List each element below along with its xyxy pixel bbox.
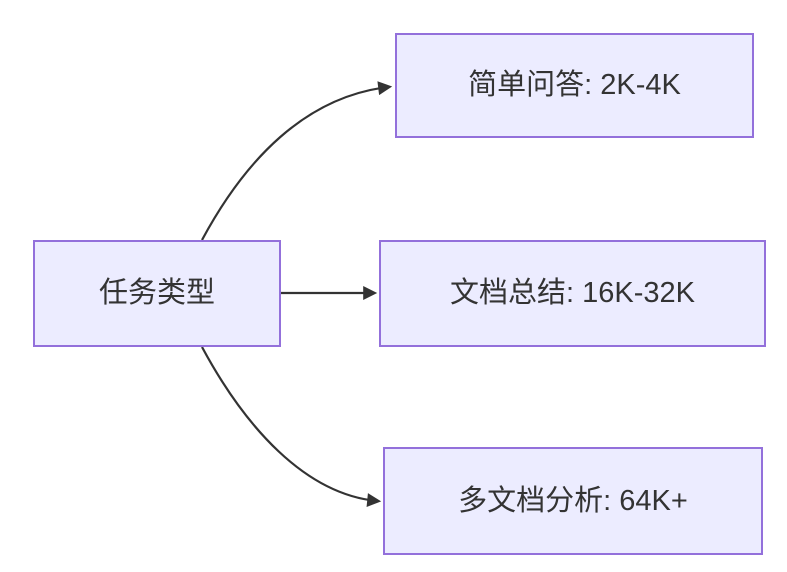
node-task-type: 任务类型: [33, 240, 281, 347]
edge-task-type-to-multi-doc: [201, 346, 382, 508]
node-simple-qa: 简单问答: 2K-4K: [395, 33, 754, 138]
node-doc-summary: 文档总结: 16K-32K: [379, 240, 766, 347]
node-simple-qa-label: 简单问答: 2K-4K: [468, 69, 681, 102]
node-task-type-label: 任务类型: [98, 277, 215, 310]
node-multi-doc-label: 多文档分析: 64K+: [458, 484, 688, 517]
node-doc-summary-label: 文档总结: 16K-32K: [450, 277, 695, 310]
edge-task-type-to-simple-qa: [201, 81, 393, 241]
node-multi-doc: 多文档分析: 64K+: [383, 447, 763, 555]
